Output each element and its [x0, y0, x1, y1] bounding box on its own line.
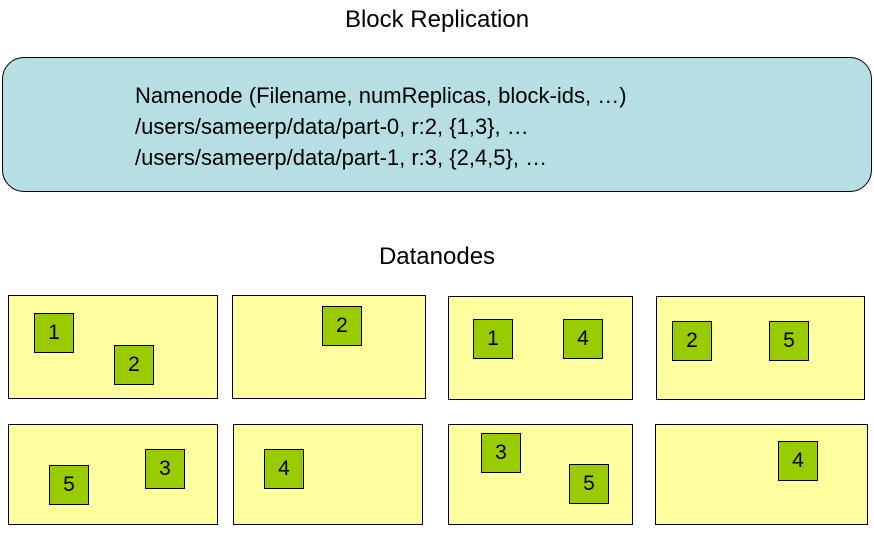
block-label: 2	[336, 314, 348, 337]
block-label: 5	[583, 472, 595, 495]
block-4: 4	[563, 319, 603, 359]
block-label: 3	[159, 457, 171, 480]
block-2: 2	[114, 345, 154, 385]
block-label: 5	[783, 329, 795, 352]
datanodes-label: Datanodes	[378, 243, 496, 270]
namenode-file-entry-part-1: /users/sameerp/data/part-1, r:3, {2,4,5}…	[135, 145, 548, 170]
block-3: 3	[145, 449, 185, 489]
block-label: 3	[495, 441, 507, 464]
block-1: 1	[34, 313, 74, 353]
namenode-box: Namenode (Filename, numReplicas, block-i…	[2, 57, 872, 192]
datanode-box-8: 4	[655, 424, 868, 525]
block-label: 1	[487, 327, 499, 350]
block-5: 5	[569, 464, 609, 504]
block-5: 5	[769, 321, 809, 361]
datanode-box-2: 2	[232, 295, 426, 399]
block-label: 4	[577, 327, 589, 350]
block-label: 4	[792, 449, 804, 472]
namenode-file-entry-part-0: /users/sameerp/data/part-0, r:2, {1,3}, …	[135, 114, 529, 139]
block-label: 1	[48, 321, 60, 344]
block-4: 4	[778, 441, 818, 481]
block-label: 2	[686, 329, 698, 352]
block-2: 2	[322, 306, 362, 346]
block-3: 3	[481, 433, 521, 473]
page-title: Block Replication	[344, 6, 530, 33]
block-1: 1	[473, 319, 513, 359]
datanode-box-6: 4	[233, 424, 423, 525]
block-4: 4	[264, 449, 304, 489]
block-label: 4	[278, 457, 290, 480]
block-5: 5	[49, 465, 89, 505]
block-2: 2	[672, 321, 712, 361]
namenode-heading-line: Namenode (Filename, numReplicas, block-i…	[135, 83, 627, 108]
block-label: 5	[63, 473, 75, 496]
block-label: 2	[128, 353, 140, 376]
